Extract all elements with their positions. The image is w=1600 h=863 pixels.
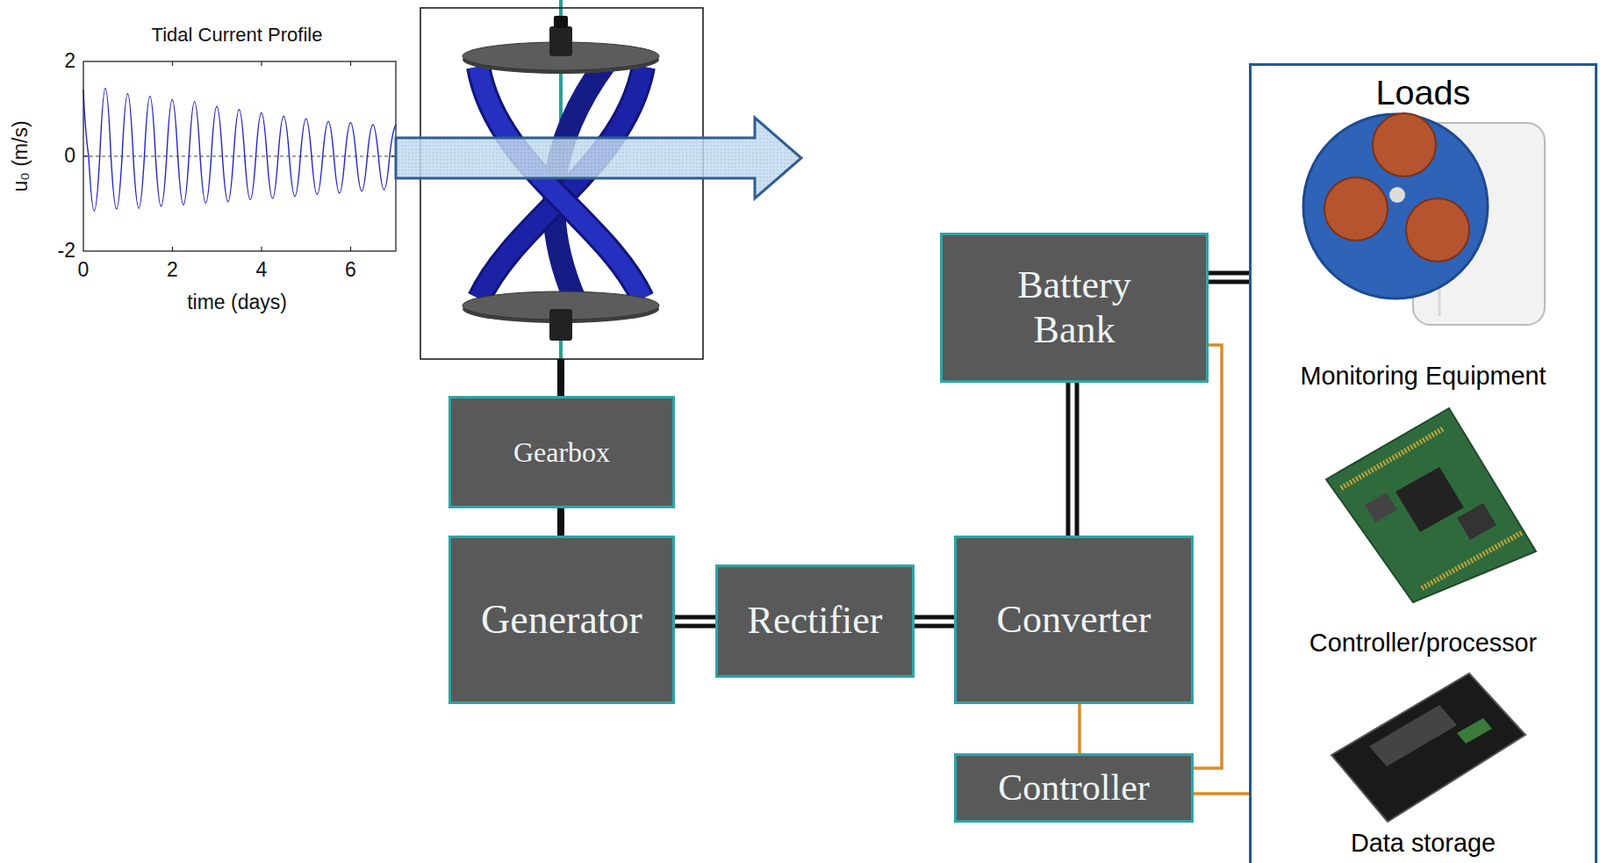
connector — [1193, 793, 1249, 795]
process-box: Rectifier — [715, 564, 915, 678]
item-caption: Data storage — [1251, 828, 1595, 858]
connector — [914, 621, 955, 623]
plot-frame — [83, 61, 396, 252]
turbine-blade — [479, 66, 644, 299]
box-label: Gearbox — [513, 436, 610, 469]
turbine-hub — [549, 308, 573, 341]
axis-tick: 4 — [256, 258, 268, 281]
item-caption: Monitoring Equipment — [1251, 361, 1595, 391]
turbine-illustration — [420, 0, 704, 396]
ssd-picture — [1331, 673, 1526, 822]
panel-heading: Loads — [1251, 72, 1595, 114]
process-box: Gearbox — [448, 395, 675, 509]
axis-tick: 6 — [344, 258, 357, 281]
process-box: Converter — [954, 535, 1194, 704]
chart-title: Tidal Current Profile — [151, 24, 323, 46]
box-label: Battery Bank — [977, 263, 1171, 352]
load-panel: LoadsMonitoring EquipmentController/proc… — [1248, 63, 1598, 863]
turbine-blade — [479, 66, 644, 299]
turbine-hub — [553, 15, 568, 29]
process-box: Controller — [954, 753, 1194, 823]
axis-tick: 2 — [64, 50, 76, 72]
tidal-curve — [83, 88, 396, 212]
connector — [1193, 344, 1222, 768]
connector — [1079, 703, 1081, 754]
turbine-blade — [478, 66, 643, 299]
axis-tick: 2 — [166, 258, 179, 281]
axis-tick: -2 — [57, 239, 76, 262]
connector — [560, 508, 562, 536]
connector — [674, 621, 716, 623]
axis-ticks — [83, 61, 396, 252]
axis-tick: 0 — [64, 144, 76, 167]
turbine-hub — [549, 26, 573, 57]
zero-line — [83, 156, 396, 158]
connector — [1072, 382, 1074, 536]
box-label: Rectifier — [747, 598, 883, 644]
turbine-frame — [420, 7, 704, 359]
axis-tick: 0 — [78, 258, 90, 281]
adcp-picture — [1303, 113, 1545, 325]
tidal-chart — [83, 61, 396, 252]
drive-shaft — [557, 358, 565, 396]
current-arrow — [395, 117, 802, 199]
axis-label: time (days) — [186, 291, 287, 314]
item-caption: Controller/processor — [1251, 628, 1595, 658]
box-label: Generator — [480, 596, 643, 644]
process-box: Generator — [448, 535, 675, 704]
turbine-blade — [478, 66, 643, 299]
box-label: Controller — [997, 766, 1150, 809]
connector — [1208, 277, 1249, 279]
process-box: Battery Bank — [939, 232, 1209, 383]
box-label: Converter — [997, 597, 1152, 643]
axis-label: u₀ (m/s) — [9, 120, 32, 192]
circuit-board-picture — [1326, 408, 1536, 603]
